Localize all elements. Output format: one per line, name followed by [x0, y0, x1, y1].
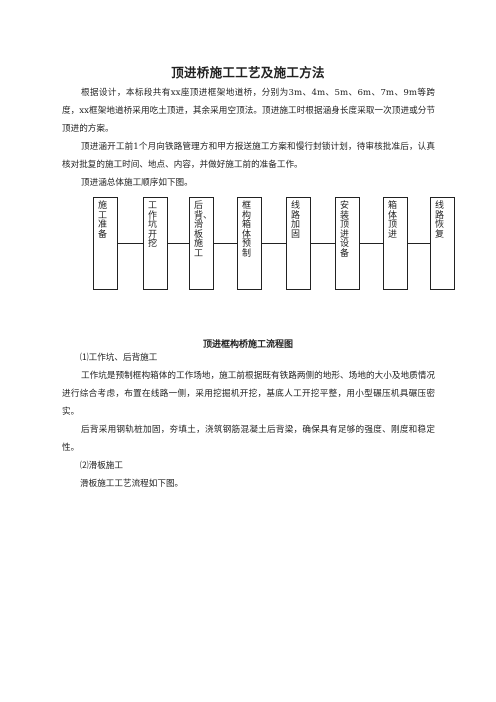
intro-paragraph-3: 顶进涵总体施工顺序如下图。: [81, 178, 193, 188]
flow-step-3: 后背、滑板施工: [189, 197, 214, 290]
flow-connector: [360, 243, 383, 244]
flow-connector: [214, 243, 237, 244]
section-1-paragraph-2: 后背采用钢轨桩加固，夯填土，浇筑钢筋混凝土后背梁，确保具有足够的强度、刚度和稳定…: [62, 425, 435, 453]
flow-step-8: 线路恢复: [430, 197, 455, 290]
flow-step-label: 工作坑开挖: [148, 201, 158, 250]
intro-paragraph-2: 顶进涵开工前1个月向铁路管理方和甲方报送施工方案和慢行封锁计划，待审核批准后，认…: [62, 142, 435, 170]
flow-connector: [408, 243, 430, 244]
flow-step-label: 施工准备: [98, 201, 108, 240]
flow-connector: [262, 243, 286, 244]
flow-step-label: 框构箱体预制: [242, 201, 252, 259]
flow-caption: 顶进框构桥施工流程图: [202, 340, 293, 350]
flow-step-2: 工作坑开挖: [143, 197, 168, 290]
section-1-paragraph-1: 工作坑是预制框构箱体的工作场地，施工前根据既有铁路两侧的地形、场地的大小及地质情…: [62, 371, 435, 417]
flow-connector: [118, 243, 143, 244]
flow-step-7: 箱体顶进: [383, 197, 408, 290]
flow-step-label: 箱体顶进: [388, 201, 398, 240]
flow-connector: [311, 243, 335, 244]
flow-step-4: 框构箱体预制: [237, 197, 262, 290]
section-2-paragraph: 滑板施工工艺流程如下图。: [80, 479, 184, 489]
section-2-heading: ⑵滑板施工: [80, 461, 123, 471]
flow-step-5: 线路加固: [286, 197, 311, 290]
flow-step-label: 线路加固: [291, 201, 301, 240]
construction-flow-diagram: 施工准备 工作坑开挖 后背、滑板施工 框构箱体预制 线路加固 安装顶进设备 箱体…: [93, 197, 455, 292]
flow-step-6: 安装顶进设备: [335, 197, 360, 290]
flow-step-label: 线路恢复: [435, 201, 445, 240]
intro-paragraph-1: 根据设计，本标段共有xx座顶进框架地道桥，分别为3m、4m、5m、6m、7m、9…: [62, 88, 435, 134]
flow-step-1: 施工准备: [93, 197, 118, 290]
document-title: 顶进桥施工工艺及施工方法: [171, 65, 325, 80]
flow-connector: [168, 243, 189, 244]
flow-step-label: 后背、滑板施工: [194, 201, 213, 259]
section-1-heading: ⑴工作坑、后背施工: [80, 353, 158, 363]
flow-step-label: 安装顶进设备: [340, 201, 350, 259]
